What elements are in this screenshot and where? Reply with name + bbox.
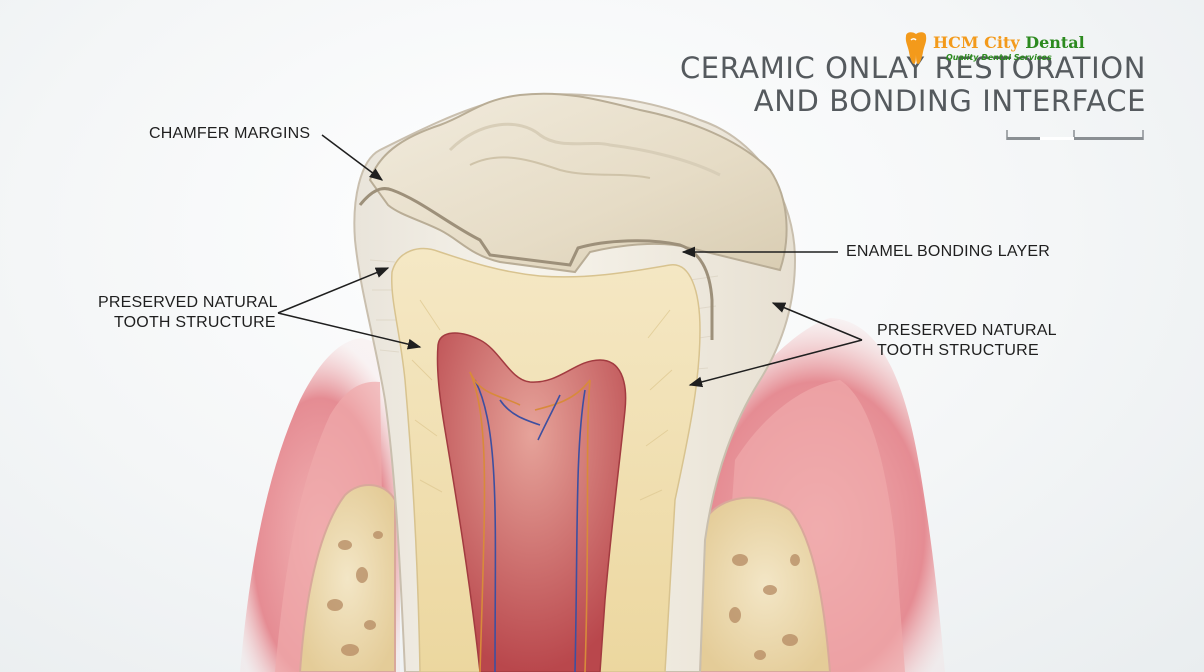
label-preserved-right: PRESERVED NATURAL TOOTH STRUCTURE xyxy=(877,321,1057,361)
label-preserved-right-line2: TOOTH STRUCTURE xyxy=(877,342,1039,359)
label-preserved-left-line2: TOOTH STRUCTURE xyxy=(113,314,276,331)
brand-tagline: Quality Dental Services xyxy=(946,53,1052,62)
arrow-chamfer-margins xyxy=(321,134,384,181)
tooth-icon xyxy=(905,32,927,64)
brand-logo: HCM City Dental Quality Dental Services xyxy=(902,30,1085,70)
title-line-2: AND BONDING INTERFACE xyxy=(753,84,1146,118)
ceramic-onlay xyxy=(368,92,788,274)
label-preserved-left: PRESERVED NATURAL TOOTH STRUCTURE xyxy=(98,293,278,333)
arrow-preserved-right-1 xyxy=(771,302,863,341)
brand-name: HCM City Dental xyxy=(933,33,1085,52)
label-chamfer-margins: CHAMFER MARGINS xyxy=(149,125,311,142)
diagram-title: CERAMIC ONLAY RESTORATION AND BONDING IN… xyxy=(680,52,1146,118)
alveolar-bone-right xyxy=(698,496,832,672)
label-preserved-left-line1: PRESERVED NATURAL xyxy=(98,294,278,311)
arrow-preserved-left-1 xyxy=(277,267,390,314)
label-preserved-right-line1: PRESERVED NATURAL xyxy=(877,322,1057,339)
arrow-preserved-left-2 xyxy=(277,312,422,350)
pulp-chamber xyxy=(436,332,627,672)
arrow-preserved-right-2 xyxy=(688,339,863,388)
label-enamel-bonding-layer: ENAMEL BONDING LAYER xyxy=(846,243,1051,260)
scale-bar xyxy=(1006,130,1144,140)
